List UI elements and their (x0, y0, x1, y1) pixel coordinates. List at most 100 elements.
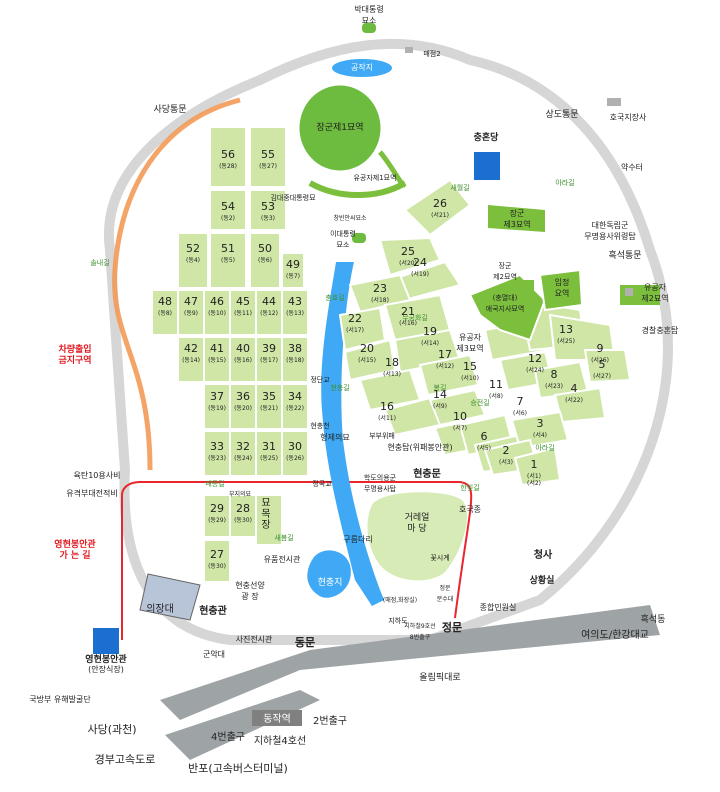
hyeonchungmun-label: 현충문 (413, 467, 441, 480)
plot-39-number: 39 (262, 342, 276, 355)
jeongmun-label: 정문 (442, 620, 462, 634)
bubu-label: 부부위패 (369, 431, 395, 440)
plot-26-number: 26 (433, 197, 447, 210)
hyeongjeuiryo-label: 형제의묘 (320, 432, 349, 442)
yuhyeon-label: 유품전시관 (264, 554, 301, 564)
plot-44-code: (동12) (260, 310, 278, 317)
plot-8-code: (서23) (545, 382, 563, 390)
plot-32-code: (동24) (234, 455, 252, 462)
imjeong-label: 임정 (555, 277, 570, 287)
yugongja2-label: 제2묘역 (641, 293, 668, 303)
plot-31-code: (동25) (260, 455, 278, 462)
yugongja2-label: 유공자 (644, 283, 667, 292)
plot-43-code: (동13) (286, 310, 304, 317)
dong-plots (151, 126, 309, 583)
plot-27-number: 27 (210, 548, 224, 561)
yeonghyeon-sub-label: (안장식장) (88, 664, 124, 674)
janggun1-label: 장군제1묘역 (316, 122, 363, 133)
line4-label: 지하철4호선 (254, 734, 306, 747)
plot-53-code: (동3) (261, 215, 275, 222)
plot-8-number: 8 (551, 368, 558, 381)
maejeom1-label: (매점,화장실) (383, 596, 417, 604)
plot-24-code: (서19) (411, 270, 429, 278)
hakdoui-label: 학도의용군 (364, 473, 397, 482)
plot-45-code: (동11) (234, 310, 252, 317)
plot-54-number: 54 (221, 200, 235, 213)
plot-9-code: (서26) (591, 356, 609, 364)
yugongja1-label: 유공자제1묘역 (353, 173, 396, 182)
dongmun-label: 동문 (295, 636, 315, 649)
plot-15-code: (서10) (461, 374, 479, 382)
georeom-label: 거레얼 (405, 512, 430, 523)
dongjak-station-label: 동작역 (263, 713, 291, 725)
chungchundang-label: 충혼당 (474, 131, 500, 143)
daehan-label: 대한독립군 (592, 221, 629, 230)
hyeonchung-stream (321, 262, 384, 606)
restricted-label: 차량출입 (58, 343, 91, 355)
plot-29-number: 29 (210, 502, 224, 515)
sungjeong-label: 승전길 (470, 398, 489, 407)
plot-53-number: 53 (261, 200, 275, 213)
myomok-label: 목 (261, 508, 270, 520)
plot-46-number: 46 (210, 295, 224, 308)
plot-21-number: 21 (401, 305, 415, 318)
building-icons (93, 23, 633, 654)
plot-49-number: 49 (286, 258, 300, 271)
sewol-label: 새월길 (450, 183, 469, 192)
hyeonchungtap-label: 현충탑(위패봉안관) (387, 442, 452, 452)
yeouido-label: 여의도/한강대교 (581, 629, 649, 641)
bakdae-label: 묘소 (362, 16, 377, 25)
hyeonchung-pond (307, 550, 351, 598)
hyeonchungji-label: 현충지 (318, 577, 343, 588)
plot-10-number: 10 (453, 410, 467, 423)
plot-7-number: 7 (517, 395, 524, 408)
hyeonchungcheon-label: 현충천 (310, 421, 329, 430)
myomok-label: 장 (261, 519, 270, 531)
plot-3-code: (서4) (533, 431, 547, 439)
arc-1 (308, 180, 407, 198)
plot-1-code: (서2) (527, 479, 541, 487)
gongjakji-label: 공작지 (351, 62, 373, 72)
plot-42-number: 42 (184, 342, 198, 355)
plot-4-code: (서22) (565, 396, 583, 404)
aeguk-label: 애국지사묘역 (486, 304, 525, 313)
gyeongchal-label: 경찰충혼탑 (642, 325, 679, 335)
hyeonchung-hall-label: 현충관 (199, 604, 227, 617)
plot-51-number: 51 (221, 242, 235, 255)
plot-11-number: 11 (489, 378, 503, 391)
gyeongbu-label: 경부고속도로 (95, 753, 156, 766)
aeguk-zone (468, 273, 547, 342)
bonggil-label: 봉길 (434, 384, 447, 392)
plot-34-number: 34 (288, 390, 302, 403)
plot-41-number: 41 (210, 342, 224, 355)
plot-17-code: (서12) (436, 362, 454, 370)
hangbitgil-label: 한빛길 (460, 483, 479, 492)
plot-33-number: 33 (210, 440, 224, 453)
plot-11-code: (서8) (489, 392, 503, 400)
plot-52-number: 52 (186, 242, 200, 255)
underground-sub-label: 8번출구 (410, 633, 431, 641)
plot-28-number: 28 (236, 502, 250, 515)
plot-32-number: 32 (236, 440, 250, 453)
plot-12-code: (서24) (526, 366, 544, 374)
jonghapminwonsil-label: 종합민원실 (480, 602, 517, 612)
plot-48-number: 48 (158, 295, 172, 308)
plot-19-code: (서14) (421, 339, 439, 347)
exit2-label: 2번출구 (313, 715, 347, 727)
plot-13-code: (서25) (557, 337, 575, 345)
hogukjong-label: 호국종 (459, 505, 481, 514)
songgil-label: 솔내길 (90, 258, 109, 267)
plot-13-number: 13 (559, 323, 573, 336)
choongpil-label: 충효길 (325, 293, 344, 302)
bunsu-label: 정문 (439, 585, 451, 592)
plot-30-number: 30 (288, 440, 302, 453)
plot-47-number: 47 (184, 295, 198, 308)
seo-plots (338, 178, 632, 487)
yeonghyeon-road-label: 가 는 길 (59, 549, 90, 561)
main-road (160, 605, 660, 720)
yugongja3-label: 제3묘역 (456, 343, 483, 353)
plot-23-code: (서18) (371, 296, 389, 304)
yugongja3-label: 유공자 (459, 333, 482, 342)
kkotsigye-label: 꽃시계 (430, 553, 449, 562)
